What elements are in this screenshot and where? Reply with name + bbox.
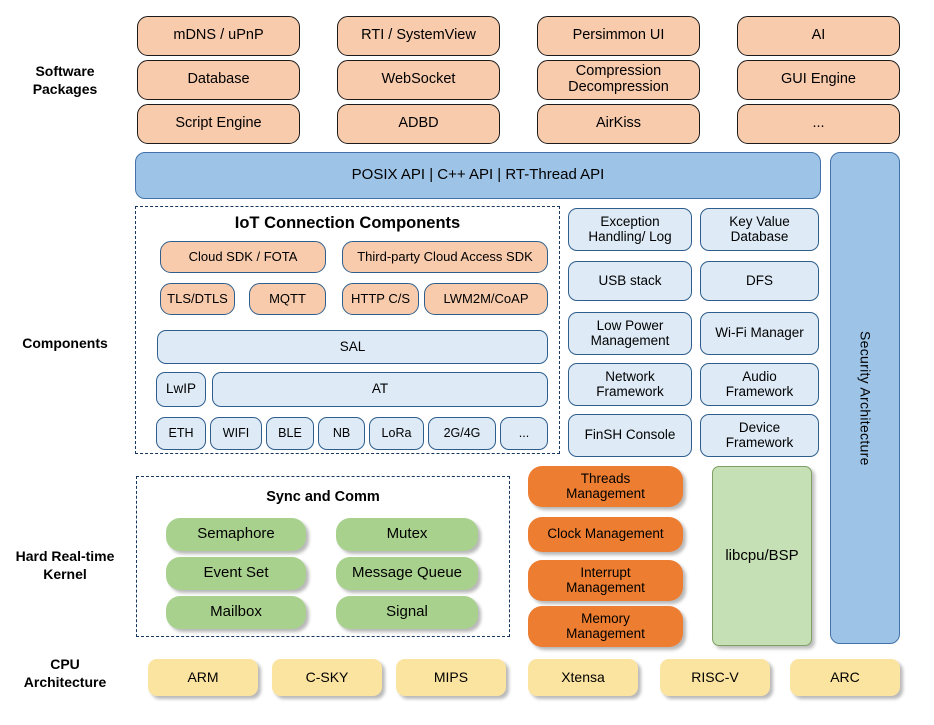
package-box[interactable]: ADBD [337,104,500,144]
kernel-sync-box[interactable]: Mutex [336,518,478,551]
row-label-cpu-architecture: CPU Architecture [23,656,107,690]
iot-protocol-box[interactable]: LWM2M/CoAP [424,283,548,315]
iot-link-box[interactable]: ... [500,417,548,450]
package-box[interactable]: mDNS / uPnP [137,16,300,56]
package-box[interactable]: WebSocket [337,60,500,100]
component-box[interactable]: Wi-Fi Manager [700,312,819,355]
iot-link-box[interactable]: NB [318,417,365,450]
libcpu-bsp-box[interactable]: libcpu/BSP [712,466,812,646]
package-box[interactable]: AI [737,16,900,56]
kernel-sync-box[interactable]: Mailbox [166,596,306,629]
cpu-arch-box[interactable]: MIPS [396,659,506,696]
iot-sal-box[interactable]: SAL [157,330,548,364]
row-label-components: Components [22,335,108,351]
security-architecture-label: Security Architecture [857,330,874,466]
package-box[interactable]: ... [737,104,900,144]
package-box[interactable]: RTI / SystemView [337,16,500,56]
iot-link-box[interactable]: 2G/4G [428,417,496,450]
cpu-arch-box[interactable]: Xtensa [528,659,638,696]
iot-connection-components-container [135,206,560,454]
kernel-sync-box[interactable]: Message Queue [336,557,478,590]
iot-cloud-box[interactable]: Third-party Cloud Access SDK [342,241,548,273]
cpu-arch-box[interactable]: C-SKY [272,659,382,696]
iot-protocol-box[interactable]: TLS/DTLS [160,283,235,315]
component-box[interactable]: Device Framework [700,414,819,457]
package-box[interactable]: Persimmon UI [537,16,700,56]
package-box[interactable]: Database [137,60,300,100]
component-box[interactable]: Network Framework [568,363,692,406]
sync-and-comm-title: Sync and Comm [266,489,380,505]
cpu-arch-box[interactable]: ARC [790,659,900,696]
component-box[interactable]: FinSH Console [568,414,692,457]
api-layer-bar[interactable]: POSIX API | C++ API | RT-Thread API [135,152,821,199]
cpu-arch-box[interactable]: RISC-V [660,659,770,696]
row-label-software-packages: Software Packages [32,63,98,97]
component-box[interactable]: Audio Framework [700,363,819,406]
kernel-management-box[interactable]: Clock Management [528,517,683,552]
component-box[interactable]: Exception Handling/ Log [568,208,692,251]
package-box[interactable]: Compression Decompression [537,60,700,100]
iot-link-box[interactable]: LoRa [369,417,424,450]
component-box[interactable]: USB stack [568,261,692,301]
iot-at-box[interactable]: AT [212,372,548,407]
kernel-management-box[interactable]: Interrupt Management [528,560,683,601]
sync-and-comm-container [136,476,510,637]
component-box[interactable]: DFS [700,261,819,301]
iot-protocol-box[interactable]: MQTT [249,283,326,315]
iot-link-box[interactable]: WIFI [210,417,262,450]
cpu-arch-box[interactable]: ARM [148,659,258,696]
iot-lwip-box[interactable]: LwIP [156,372,206,407]
iot-cloud-box[interactable]: Cloud SDK / FOTA [160,241,326,273]
iot-connection-components-title: IoT Connection Components [234,214,461,232]
kernel-sync-box[interactable]: Event Set [166,557,306,590]
kernel-sync-box[interactable]: Signal [336,596,478,629]
iot-link-box[interactable]: ETH [156,417,206,450]
kernel-management-box[interactable]: Memory Management [528,606,683,647]
iot-protocol-box[interactable]: HTTP C/S [342,283,419,315]
kernel-management-box[interactable]: Threads Management [528,466,683,507]
iot-link-box[interactable]: BLE [266,417,314,450]
package-box[interactable]: GUI Engine [737,60,900,100]
component-box[interactable]: Key Value Database [700,208,819,251]
kernel-sync-box[interactable]: Semaphore [166,518,306,551]
package-box[interactable]: Script Engine [137,104,300,144]
row-label-hard-real-time-kernel: Hard Real-time Kernel [15,548,115,582]
security-architecture-bar[interactable]: Security Architecture [830,152,900,644]
component-box[interactable]: Low Power Management [568,312,692,355]
package-box[interactable]: AirKiss [537,104,700,144]
